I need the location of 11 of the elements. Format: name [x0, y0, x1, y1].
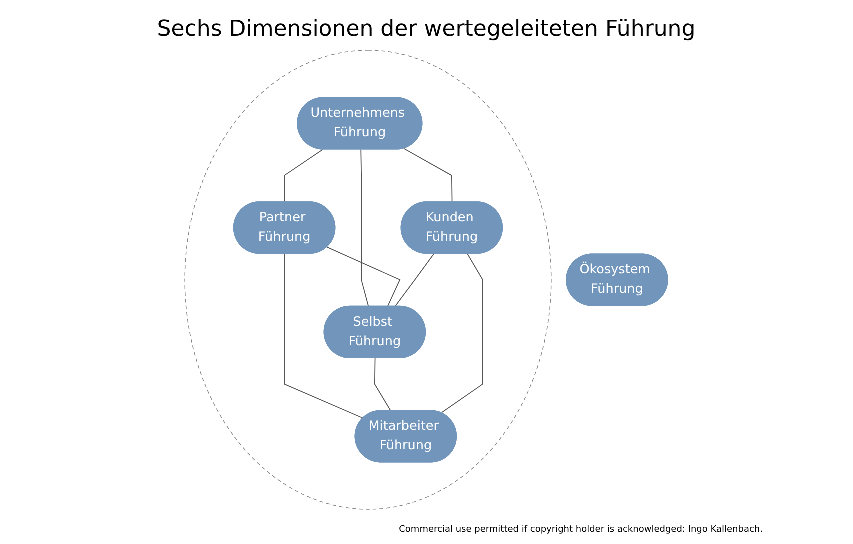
diagram-title: Sechs Dimensionen der wertegeleiteten Führung: [157, 17, 696, 42]
connector: [394, 254, 434, 308]
connector: [284, 149, 324, 203]
connector: [440, 254, 484, 414]
cluster: [184, 50, 552, 510]
connector: [326, 246, 401, 308]
license-note: Commercial use permitted if copyright holder is acknowledged: Ingo Kallenbach.: [399, 525, 763, 535]
connector: [284, 254, 364, 419]
connector: [360, 149, 370, 308]
connector: [404, 148, 453, 203]
connector: [374, 358, 392, 412]
